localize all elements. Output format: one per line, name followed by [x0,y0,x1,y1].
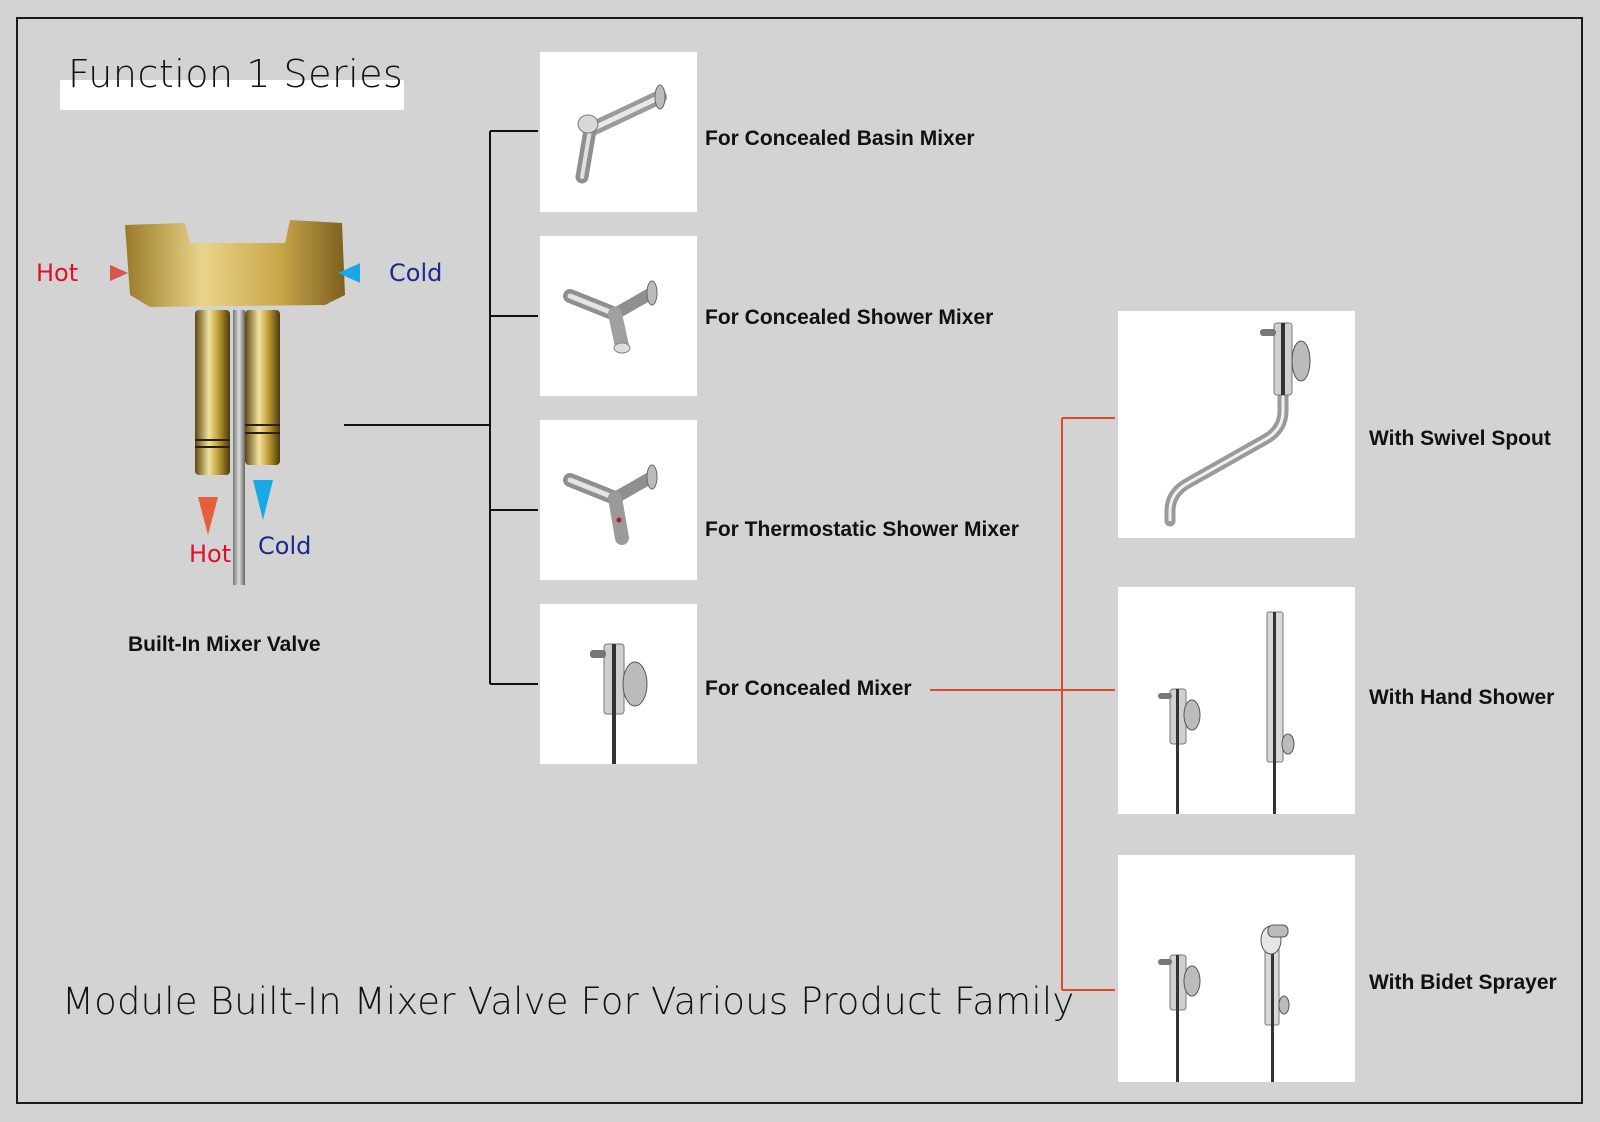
page-subtitle: Module Built-In Mixer Valve For Various … [62,980,1075,1023]
product-card-shower-mixer [540,236,697,396]
swivel-spout-icon [1164,322,1311,527]
product-label-swivel-spout: With Swivel Spout [1369,427,1551,450]
cold-outlet-label: Cold [258,532,312,560]
mixer-valve-illustration [110,220,360,585]
product-label-basin-mixer: For Concealed Basin Mixer [705,127,975,150]
shower-mixer-icon [563,280,658,354]
product-label-thermostatic-mixer: For Thermostatic Shower Mixer [705,518,1019,541]
hot-inlet-label: Hot [36,259,79,287]
source-label: Built-In Mixer Valve [128,633,321,656]
product-card-bidet-sprayer [1118,855,1355,1082]
bidet-sprayer-icon [1158,924,1290,1082]
thermostatic-mixer-icon [563,464,658,545]
basin-mixer-icon [575,84,667,184]
hot-inlet-arrow-icon [110,264,128,282]
product-card-thermostatic-mixer [540,420,697,580]
product-label-concealed-mixer: For Concealed Mixer [705,677,912,700]
hot-outlet-label: Hot [189,540,232,568]
title-block: Function 1 Series [60,52,404,110]
product-card-swivel-spout [1118,311,1355,538]
product-label-shower-mixer: For Concealed Shower Mixer [705,306,994,329]
cold-inlet-arrow-icon [338,263,360,283]
product-label-hand-shower: With Hand Shower [1369,686,1555,709]
concealed-mixer-icon [590,643,648,764]
product-label-bidet-sprayer: With Bidet Sprayer [1369,971,1557,994]
valve-body [125,220,345,585]
title-highlight [60,80,404,110]
hand-shower-icon [1158,611,1295,814]
cold-outlet-arrow-icon [253,480,273,520]
cold-inlet-label: Cold [389,259,443,287]
product-card-concealed-mixer [540,604,697,764]
product-card-basin-mixer [540,52,697,212]
hot-outlet-arrow-icon [198,497,218,535]
diagram-frame [16,17,1583,1104]
page-title: Function 1 Series [68,52,404,96]
product-card-hand-shower [1118,587,1355,814]
